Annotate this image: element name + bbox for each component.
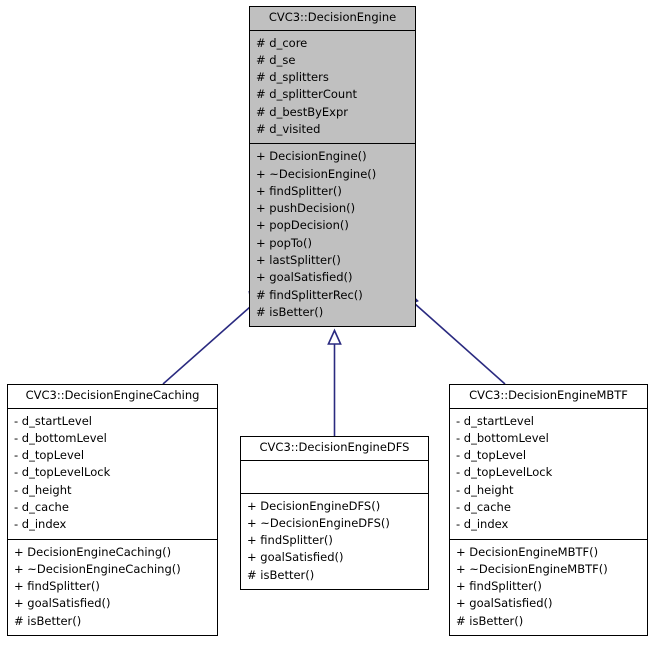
attribute-row: - d_topLevel — [456, 448, 527, 463]
attribute-row: - d_cache — [14, 499, 69, 514]
class-attributes-decision-engine-caching: - d_startLevel - d_bottomLevel - d_topLe… — [8, 409, 217, 540]
method-row: + popDecision() — [256, 218, 349, 233]
method-row: + ~DecisionEngineCaching() — [14, 561, 181, 576]
attribute-row: - d_bottomLevel — [14, 430, 107, 445]
method-row: + DecisionEngineCaching() — [14, 544, 172, 559]
class-title-decision-engine: CVC3::DecisionEngine — [250, 7, 415, 31]
method-row: + ~DecisionEngineDFS() — [247, 515, 390, 530]
attribute-row: - d_bottomLevel — [456, 430, 549, 445]
inheritance-edge-dfs — [327, 328, 342, 436]
method-row: + findSplitter() — [256, 183, 342, 198]
method-row: # findSplitterRec() — [256, 287, 363, 302]
attribute-row: # d_core — [256, 35, 308, 50]
class-methods-decision-engine-caching: + DecisionEngineCaching() + ~DecisionEng… — [8, 540, 217, 635]
class-title-decision-engine-mbtf: CVC3::DecisionEngineMBTF — [450, 385, 647, 409]
attribute-row: # d_bestByExpr — [256, 104, 349, 119]
method-row: + findSplitter() — [456, 579, 542, 594]
attribute-row: - d_startLevel — [14, 413, 92, 428]
method-row: # isBetter() — [14, 613, 82, 628]
attribute-row: - d_topLevel — [14, 448, 85, 463]
class-title-decision-engine-caching: CVC3::DecisionEngineCaching — [8, 385, 217, 409]
inheritance-edge-mbtf — [405, 290, 506, 385]
method-row: + ~DecisionEngineMBTF() — [456, 561, 608, 576]
attribute-row: - d_cache — [456, 499, 511, 514]
method-row: + goalSatisfied() — [456, 596, 553, 611]
inheritance-edge-caching — [162, 290, 264, 385]
class-box-decision-engine[interactable]: CVC3::DecisionEngine # d_core # d_se # d… — [249, 6, 416, 328]
attribute-row: - d_topLevelLock — [14, 465, 111, 480]
attribute-row: - d_topLevelLock — [456, 465, 553, 480]
method-row: + goalSatisfied() — [256, 270, 353, 285]
attribute-row: - d_index — [456, 517, 509, 532]
class-attributes-decision-engine-dfs — [241, 461, 428, 494]
class-title-decision-engine-dfs: CVC3::DecisionEngineDFS — [241, 437, 428, 461]
class-box-decision-engine-mbtf[interactable]: CVC3::DecisionEngineMBTF - d_startLevel … — [449, 384, 648, 637]
class-methods-decision-engine: + DecisionEngine() + ~DecisionEngine() +… — [250, 144, 415, 327]
method-row: + ~DecisionEngine() — [256, 166, 377, 181]
method-row: + findSplitter() — [247, 533, 333, 548]
method-row: + goalSatisfied() — [14, 596, 111, 611]
method-row: # isBetter() — [256, 304, 324, 319]
method-row: + DecisionEngine() — [256, 149, 367, 164]
class-methods-decision-engine-mbtf: + DecisionEngineMBTF() + ~DecisionEngine… — [450, 540, 647, 635]
class-box-decision-engine-dfs[interactable]: CVC3::DecisionEngineDFS + DecisionEngine… — [240, 436, 429, 590]
attribute-row: # d_splitterCount — [256, 87, 357, 102]
attribute-row: # d_visited — [256, 121, 321, 136]
class-attributes-decision-engine: # d_core # d_se # d_splitters # d_splitt… — [250, 30, 415, 145]
method-row: + goalSatisfied() — [247, 550, 344, 565]
class-box-decision-engine-caching[interactable]: CVC3::DecisionEngineCaching - d_startLev… — [7, 384, 218, 637]
class-methods-decision-engine-dfs: + DecisionEngineDFS() + ~DecisionEngineD… — [241, 494, 428, 589]
attribute-row: - d_startLevel — [456, 413, 534, 428]
method-row: # isBetter() — [456, 613, 524, 628]
method-row: + lastSplitter() — [256, 253, 341, 268]
method-row: + pushDecision() — [256, 201, 356, 216]
attribute-row: # d_splitters — [256, 70, 329, 85]
method-row: # isBetter() — [247, 567, 315, 582]
method-row: + findSplitter() — [14, 579, 100, 594]
attribute-row: - d_index — [14, 517, 67, 532]
class-attributes-decision-engine-mbtf: - d_startLevel - d_bottomLevel - d_topLe… — [450, 409, 647, 540]
attribute-row: - d_height — [456, 482, 514, 497]
attribute-row: # d_se — [256, 52, 296, 67]
method-row: + DecisionEngineMBTF() — [456, 544, 599, 559]
method-row: + DecisionEngineDFS() — [247, 498, 381, 513]
attribute-row: - d_height — [14, 482, 72, 497]
method-row: + popTo() — [256, 235, 313, 250]
